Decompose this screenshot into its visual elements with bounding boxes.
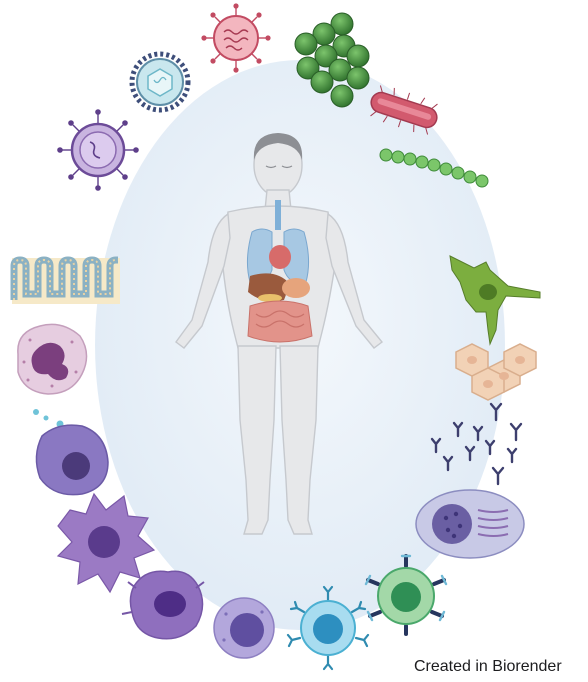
neutrophil-icon	[18, 324, 87, 394]
basophil-icon	[33, 409, 108, 495]
virus-purple-icon	[57, 109, 139, 191]
macrophage-icon	[122, 571, 204, 639]
credit-caption: Created in Biorender	[414, 658, 562, 676]
monocyte-icon	[214, 598, 274, 658]
plasma-cell-icon	[416, 490, 524, 558]
intestinal-villi-icon	[12, 258, 120, 304]
virus-teal-icon	[132, 54, 188, 110]
virus-red-icon	[201, 3, 270, 72]
